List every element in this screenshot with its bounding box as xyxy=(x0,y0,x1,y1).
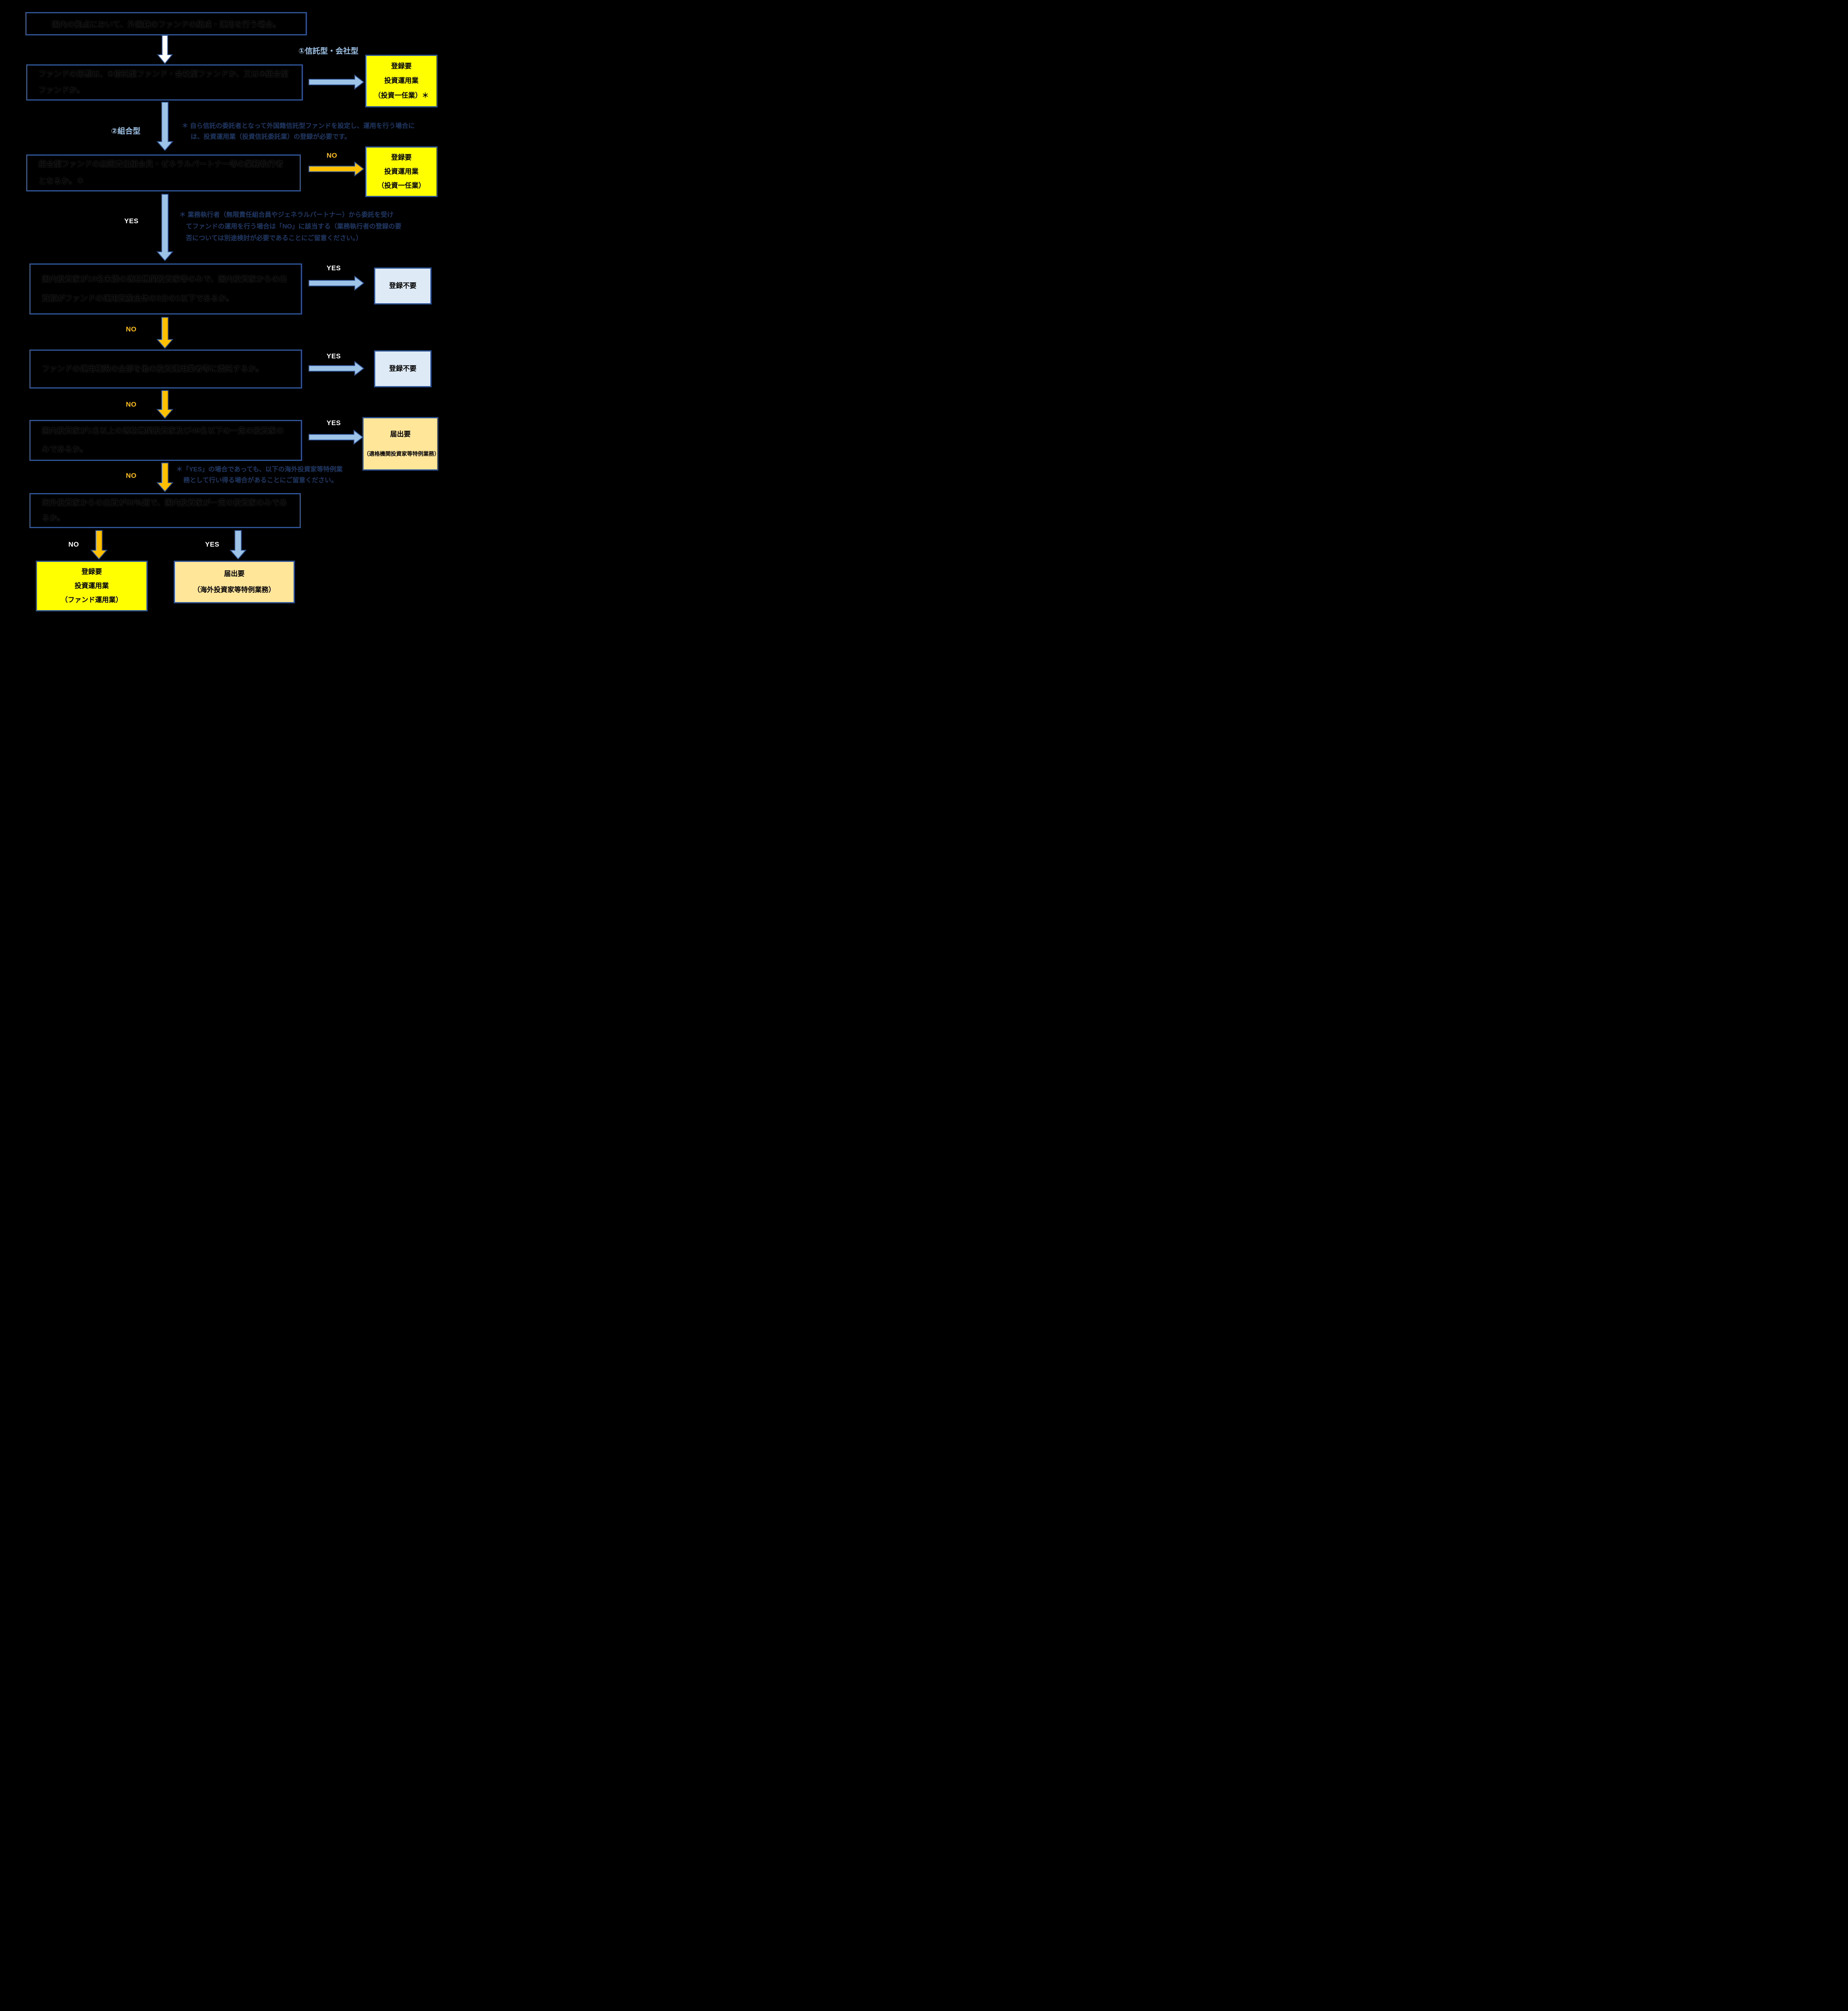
no-label-delegate: NO xyxy=(126,401,137,408)
result-line: 投資運用業 xyxy=(74,582,109,590)
arrow-delegate-yes-right xyxy=(308,360,364,376)
yes-label-qii: YES xyxy=(327,264,341,272)
no-label-foreign: NO xyxy=(68,541,79,548)
start-box: 国内の拠点において、外国籍のファンドの組成・運用を行う場合。 xyxy=(25,12,307,35)
result-line: 登録要 xyxy=(81,568,102,576)
yes-label-delegate: YES xyxy=(327,352,341,360)
result-line: 届出要 xyxy=(224,570,245,578)
question-gp-text: 組合型ファンドの無限責任組合員・ゼネラルパートナー等の業務執行者となるか。＊ xyxy=(39,160,284,185)
arrow-start-down xyxy=(156,35,173,64)
result-registration-required-ichinin-ast-box: 登録要 投資運用業 （投資一任業）＊ xyxy=(365,55,438,107)
question-delegate-text: ファンドの運用権限の全部を他の投資運用業者等に委託するか。 xyxy=(42,364,263,373)
arrow-form-to-ichinin-ast xyxy=(308,74,364,90)
note-trust-line1: ＊ 自ら信託の委託者となって外国籍信託型ファンドを設定し、運用を行う場合に xyxy=(182,123,415,130)
arrow-form-down xyxy=(156,102,174,151)
result-notification-qii-box: 届出要 （適格機関投資家等特例業務） xyxy=(362,417,440,471)
branch-label-partnership: ②組合型 xyxy=(111,127,141,136)
result-no-registration-box-1: 登録不要 xyxy=(374,267,432,304)
note-yes-case: ＊「YES」の場合であっても、以下の海外投資家等特例業 務として行い得る場合があ… xyxy=(176,464,343,486)
question-qii49-text: 国内投資家が1名以上の適格機関投資家及び49名以下の一定の投資家のみであるか。 xyxy=(42,427,284,454)
yes-label-gp: YES xyxy=(124,217,139,225)
result-no-registration-box-2: 登録不要 xyxy=(374,350,432,387)
note-yes-case-line1: ＊「YES」の場合であっても、以下の海外投資家等特例業 xyxy=(176,466,343,473)
note-gp-line3: 否については別途検討が必要であることにご留意ください。） xyxy=(186,235,362,242)
note-gp-line2: てファンドの運用を行う場合は「NO」に該当する（業務執行者の登録の要 xyxy=(186,223,402,230)
arrows-layer xyxy=(90,35,364,560)
question-qii49-box: 国内投資家が1名以上の適格機関投資家及び49名以下の一定の投資家のみであるか。 xyxy=(29,420,302,461)
arrow-gp-yes-down xyxy=(156,194,174,261)
result-line: 登録不要 xyxy=(389,364,417,372)
question-fund-form-text: ファンドの形態は、①信託型ファンド・会社型ファンドか、又は②組合型ファンドか。 xyxy=(39,70,288,95)
arrow-foreign-yes-down xyxy=(229,530,247,560)
arrow-qii-yes-right xyxy=(308,275,364,291)
note-trust-line2: は、投資運用業（投資信託委託業）の登録が必要です。 xyxy=(191,134,351,140)
note-trust: ＊ 自ら信託の委託者となって外国籍信託型ファンドを設定し、運用を行う場合に は、… xyxy=(182,121,415,142)
note-yes-case-line2: 務として行い得る場合があることにご留意ください。 xyxy=(183,477,338,484)
arrow-delegate-no-down xyxy=(156,390,174,419)
result-line: （海外投資家等特例業務） xyxy=(193,586,275,594)
result-line: 投資運用業 xyxy=(384,167,419,175)
arrow-qii49-no-down xyxy=(156,463,174,492)
question-delegate-box: ファンドの運用権限の全部を他の投資運用業者等に委託するか。 xyxy=(29,350,302,389)
arrow-qii-no-down xyxy=(156,317,174,349)
question-fund-form-box: ファンドの形態は、①信託型ファンド・会社型ファンドか、又は②組合型ファンドか。 xyxy=(26,64,303,101)
arrow-foreign-no-down xyxy=(90,530,108,560)
result-line: （投資一任業）＊ xyxy=(374,91,429,99)
question-qii-box: 国内投資家が10名未満の適格機関投資家等のみで、国内投資家からの出資額がファンド… xyxy=(29,263,302,315)
question-foreign-text: 海外投資家からの出資が50％超で、国内投資家が一定の投資家のみであるか。 xyxy=(42,498,287,522)
branch-label-trust-company: ①信託型・会社型 xyxy=(298,47,359,56)
arrow-gp-no-right xyxy=(308,161,364,177)
flowchart-canvas: 国内の拠点において、外国籍のファンドの組成・運用を行う場合。 ファンドの形態は、… xyxy=(0,0,463,613)
result-registration-required-ichinin-box: 登録要 投資運用業 （投資一任業） xyxy=(365,146,438,197)
no-label-qii49: NO xyxy=(126,472,137,479)
no-label-gp: NO xyxy=(327,152,337,159)
note-gp: ＊ 業務執行者（無限責任組合員やジェネラルパートナー）から委託を受け てファンド… xyxy=(179,209,401,244)
question-gp-box: 組合型ファンドの無限責任組合員・ゼネラルパートナー等の業務執行者となるか。＊ xyxy=(26,154,301,191)
question-foreign-box: 海外投資家からの出資が50％超で、国内投資家が一定の投資家のみであるか。 xyxy=(29,493,301,528)
result-line: 登録要 xyxy=(391,153,412,161)
yes-label-qii49: YES xyxy=(327,419,341,427)
result-line: 登録要 xyxy=(391,62,412,70)
result-line: 届出要 xyxy=(390,430,411,438)
result-line: （ファンド運用業） xyxy=(61,596,123,604)
result-registration-required-fund-box: 登録要 投資運用業 （ファンド運用業） xyxy=(36,561,148,611)
yes-label-foreign: YES xyxy=(205,541,220,548)
result-line: 登録不要 xyxy=(389,282,417,290)
note-gp-line1: ＊ 業務執行者（無限責任組合員やジェネラルパートナー）から委託を受け xyxy=(179,212,394,218)
result-line: （適格機関投資家等特例業務） xyxy=(364,450,440,457)
arrow-qii49-yes-right xyxy=(308,429,364,445)
no-label-qii: NO xyxy=(126,325,137,333)
result-notification-foreign-box: 届出要 （海外投資家等特例業務） xyxy=(174,561,295,603)
result-line: （投資一任業） xyxy=(377,181,426,189)
question-qii-text: 国内投資家が10名未満の適格機関投資家等のみで、国内投資家からの出資額がファンド… xyxy=(42,275,287,303)
start-box-text: 国内の拠点において、外国籍のファンドの組成・運用を行う場合。 xyxy=(51,20,281,29)
result-line: 投資運用業 xyxy=(384,77,419,85)
